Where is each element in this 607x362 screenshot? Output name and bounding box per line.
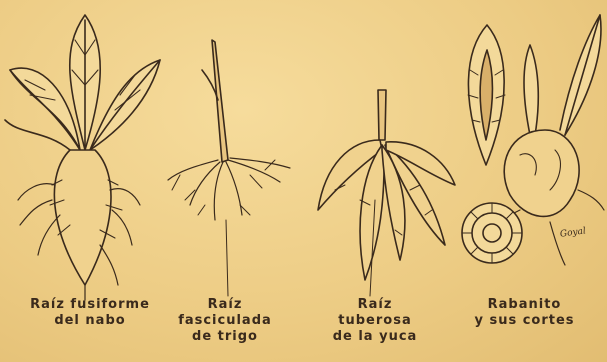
caption-line: tuberosa [310, 313, 440, 329]
caption-wheat: Raíz fasciculada de trigo [170, 297, 280, 345]
caption-line: y sus cortes [452, 313, 597, 329]
caption-line: de trigo [170, 329, 280, 345]
caption-cassava: Raíz tuberosa de la yuca [310, 297, 440, 345]
caption-line: Raíz [310, 297, 440, 313]
cassava-drawing [318, 90, 455, 296]
caption-line: de la yuca [310, 329, 440, 345]
caption-radish: Rabanito y sus cortes [452, 297, 597, 329]
caption-line: Raíz [170, 297, 280, 313]
caption-turnip: Raíz fusiforme del nabo [20, 297, 160, 329]
caption-line: Rabanito [452, 297, 597, 313]
wheat-drawing [168, 40, 290, 296]
caption-line: Raíz fusiforme [20, 297, 160, 313]
caption-line: fasciculada [170, 313, 280, 329]
turnip-drawing [5, 15, 160, 300]
caption-line: del nabo [20, 313, 160, 329]
